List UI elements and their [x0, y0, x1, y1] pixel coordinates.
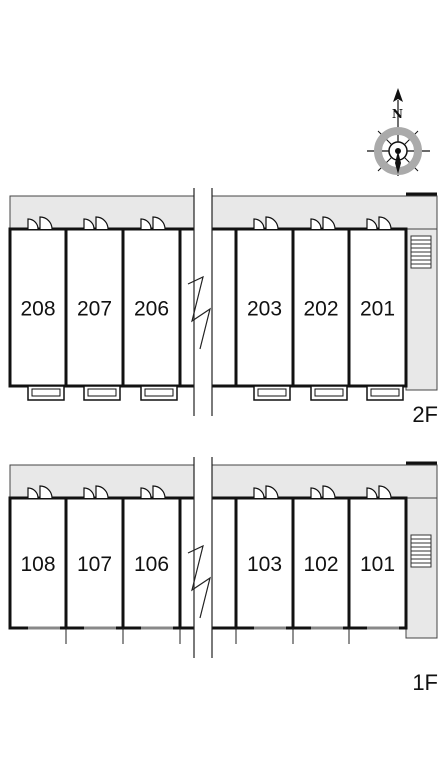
- unit-number-label: 101: [360, 553, 395, 576]
- unit-number-label: 202: [303, 298, 338, 321]
- stairs: [410, 235, 432, 269]
- omission-break: [178, 457, 238, 658]
- unit-207: 207: [64, 216, 125, 401]
- unit-107: 107: [64, 485, 125, 630]
- unit-number-label: 102: [303, 553, 338, 576]
- stair-landing: [405, 497, 438, 639]
- door-icon: [253, 487, 265, 499]
- door-icon: [366, 487, 378, 499]
- compass-rose-icon: N: [367, 88, 430, 176]
- unit-103: 103: [234, 485, 295, 630]
- door-icon: [378, 216, 392, 230]
- door-icon: [265, 485, 279, 499]
- unit-203: 203: [234, 216, 295, 401]
- door-icon: [366, 218, 378, 230]
- unit-number-label: 108: [20, 553, 55, 576]
- door-icon: [310, 487, 322, 499]
- unit-room: [347, 496, 408, 630]
- unit-number-label: 207: [77, 298, 112, 321]
- floor-1f: 108 107 106 103 102 101 1F: [8, 457, 438, 695]
- unit-number-label: 206: [134, 298, 169, 321]
- door-icon: [39, 485, 53, 499]
- floor-2f: 208 207 206 203 202 201 2F: [8, 188, 438, 427]
- door-icon: [27, 487, 39, 499]
- unit-number-label: 107: [77, 553, 112, 576]
- unit-number-label: 106: [134, 553, 169, 576]
- door-icon: [310, 218, 322, 230]
- door-icon: [95, 485, 109, 499]
- floor-label: 2F: [412, 402, 438, 427]
- unit-106: 106: [121, 485, 182, 630]
- unit-number-label: 208: [20, 298, 55, 321]
- unit-number-label: 201: [360, 298, 395, 321]
- door-icon: [95, 216, 109, 230]
- unit-101: 101: [347, 485, 408, 630]
- break-mark: [187, 275, 211, 350]
- unit-201: 201: [347, 216, 408, 401]
- unit-room: [291, 227, 351, 388]
- unit-208: 208: [8, 216, 68, 401]
- omission-break: [178, 188, 238, 416]
- door-icon: [83, 487, 95, 499]
- door-icon: [152, 485, 166, 499]
- corridor: [9, 464, 438, 499]
- door-icon: [140, 218, 152, 230]
- door-icon: [39, 216, 53, 230]
- door-icon: [378, 485, 392, 499]
- door-icon: [83, 218, 95, 230]
- unit-206: 206: [121, 216, 182, 401]
- unit-202: 202: [291, 216, 351, 401]
- unit-number-label: 103: [247, 553, 282, 576]
- door-icon: [322, 485, 336, 499]
- unit-108: 108: [8, 485, 68, 630]
- door-icon: [140, 487, 152, 499]
- stairs: [410, 534, 432, 568]
- unit-room: [121, 227, 182, 388]
- door-icon: [265, 216, 279, 230]
- door-icon: [152, 216, 166, 230]
- door-icon: [253, 218, 265, 230]
- unit-102: 102: [291, 485, 351, 630]
- door-icon: [27, 218, 39, 230]
- break-mark: [187, 544, 211, 619]
- door-icon: [322, 216, 336, 230]
- unit-number-label: 203: [247, 298, 282, 321]
- floor-label: 1F: [412, 670, 438, 695]
